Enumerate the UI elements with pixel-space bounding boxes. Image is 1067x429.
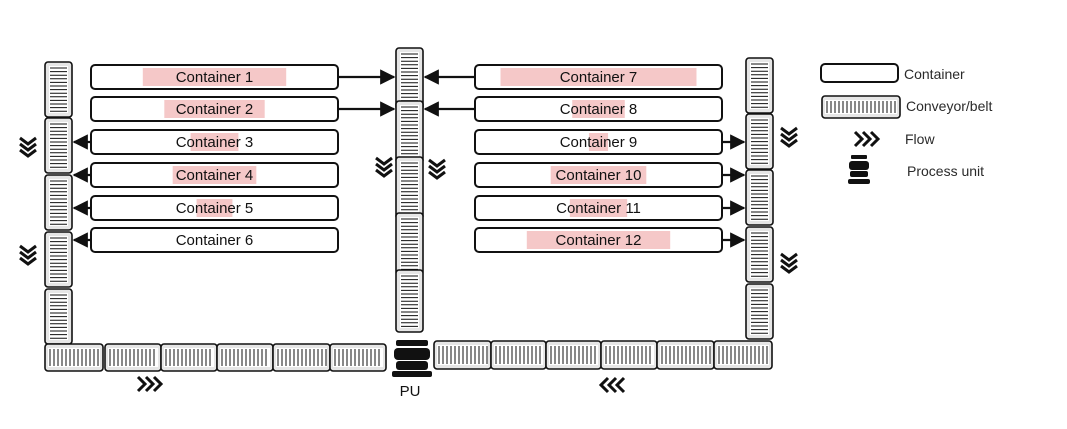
fill-level-bar: [164, 100, 265, 118]
flow-right-chevron-icon: [136, 375, 164, 393]
container-9: Container 9: [474, 129, 723, 155]
legend: Container Conveyor/belt Flow Process uni…: [820, 63, 992, 184]
bottom-right-conveyor: [433, 340, 773, 370]
fill-level-bar: [569, 199, 628, 217]
legend-container-icon: [820, 63, 899, 83]
fill-level-bar: [550, 166, 647, 184]
fill-level-bar: [526, 231, 671, 249]
fill-level-bar: [196, 199, 233, 217]
flow-down-chevron-icon: [19, 244, 37, 266]
right-vertical-conveyor: [745, 57, 774, 340]
container-7: Container 7: [474, 64, 723, 90]
flow-down-chevron-icon: [19, 136, 37, 158]
container-12: Container 12: [474, 227, 723, 253]
center-vertical-conveyor: [395, 47, 424, 333]
flow-down-chevron-icon: [428, 158, 446, 180]
flow-down-chevron-icon: [780, 252, 798, 274]
flow-left-chevron-icon: [598, 376, 626, 394]
container-label: Container 9: [560, 134, 638, 151]
container-10: Container 10: [474, 162, 723, 188]
flow-chevrons-group: [19, 126, 798, 394]
container-label: Container 3: [176, 134, 254, 151]
containers-group: Container 1 Container 2 Container 3 Contain…: [90, 64, 723, 253]
flow-down-chevron-icon: [375, 156, 393, 178]
container-2: Container 2: [90, 96, 339, 122]
fill-level-bar: [588, 133, 609, 151]
container-label: Container 7: [560, 69, 638, 86]
container-6: Container 6: [90, 227, 339, 253]
fill-level-bar: [500, 68, 697, 86]
left-vertical-conveyor: [44, 61, 73, 345]
container-label: Container 2: [176, 101, 254, 118]
container-label: Container 5: [176, 200, 254, 217]
bottom-left-conveyor: [44, 343, 387, 372]
legend-process-unit-icon: [848, 155, 870, 184]
process-unit-label: PU: [400, 383, 421, 400]
flow-down-chevron-icon: [780, 126, 798, 148]
container-label: Container 4: [176, 167, 254, 184]
legend-flow-label: Flow: [905, 131, 935, 147]
container-4: Container 4: [90, 162, 339, 188]
legend-conveyor-label: Conveyor/belt: [906, 98, 992, 114]
container-label: Container 12: [556, 232, 642, 249]
legend-process-unit-label: Process unit: [907, 163, 984, 179]
container-label: Container 10: [556, 167, 642, 184]
container-8: Container 8: [474, 96, 723, 122]
legend-conveyor-icon: [821, 95, 901, 119]
fill-level-bar: [142, 68, 287, 86]
container-11: Container 11: [474, 195, 723, 221]
arrows-group: [72, 69, 746, 248]
container-3: Container 3: [90, 129, 339, 155]
container-label: Container 6: [176, 232, 254, 249]
container-1: Container 1: [90, 64, 339, 90]
fill-level-bar: [172, 166, 257, 184]
container-5: Container 5: [90, 195, 339, 221]
container-label: Container 1: [176, 69, 254, 86]
container-label: Container 11: [556, 200, 641, 217]
process-unit-icon: [392, 340, 432, 377]
fill-level-bar: [190, 133, 239, 151]
container-label: Container 8: [560, 101, 638, 118]
legend-flow-icon: [853, 130, 881, 148]
legend-container-label: Container: [904, 66, 965, 82]
fill-level-bar: [572, 100, 625, 118]
